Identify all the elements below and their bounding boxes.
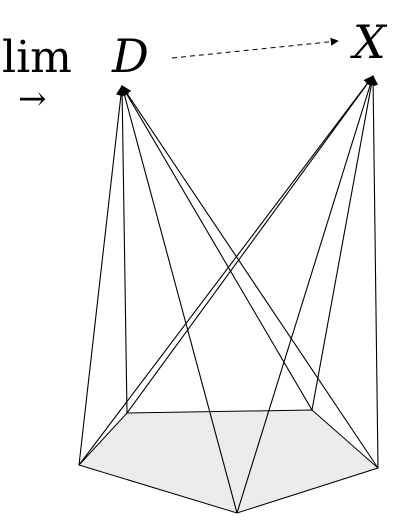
cocone-to-colimit: [78, 85, 379, 514]
edge-v4-X: [236, 75, 376, 514]
edge-v1-colimit: [117, 85, 128, 414]
edge-v5-colimit: [78, 85, 126, 466]
edge-v5-X: [78, 75, 374, 466]
colimit-lim-label: lim: [2, 32, 72, 83]
edge-v3-colimit: [121, 85, 379, 469]
edge-v1-X: [126, 75, 374, 414]
edge-v4-colimit: [119, 85, 238, 514]
colimit-arrow-subscript: →: [18, 79, 47, 119]
diagram-pentagon: [78, 409, 379, 514]
cocone-to-X: [78, 75, 379, 514]
target-X-label: X: [350, 15, 388, 69]
dashed-universal-arrow: [171, 37, 339, 59]
edge-v2-X: [311, 75, 377, 411]
edge-v3-X: [368, 75, 379, 469]
edge-v2-colimit: [121, 85, 313, 411]
colimit-D-label: D: [111, 29, 149, 83]
